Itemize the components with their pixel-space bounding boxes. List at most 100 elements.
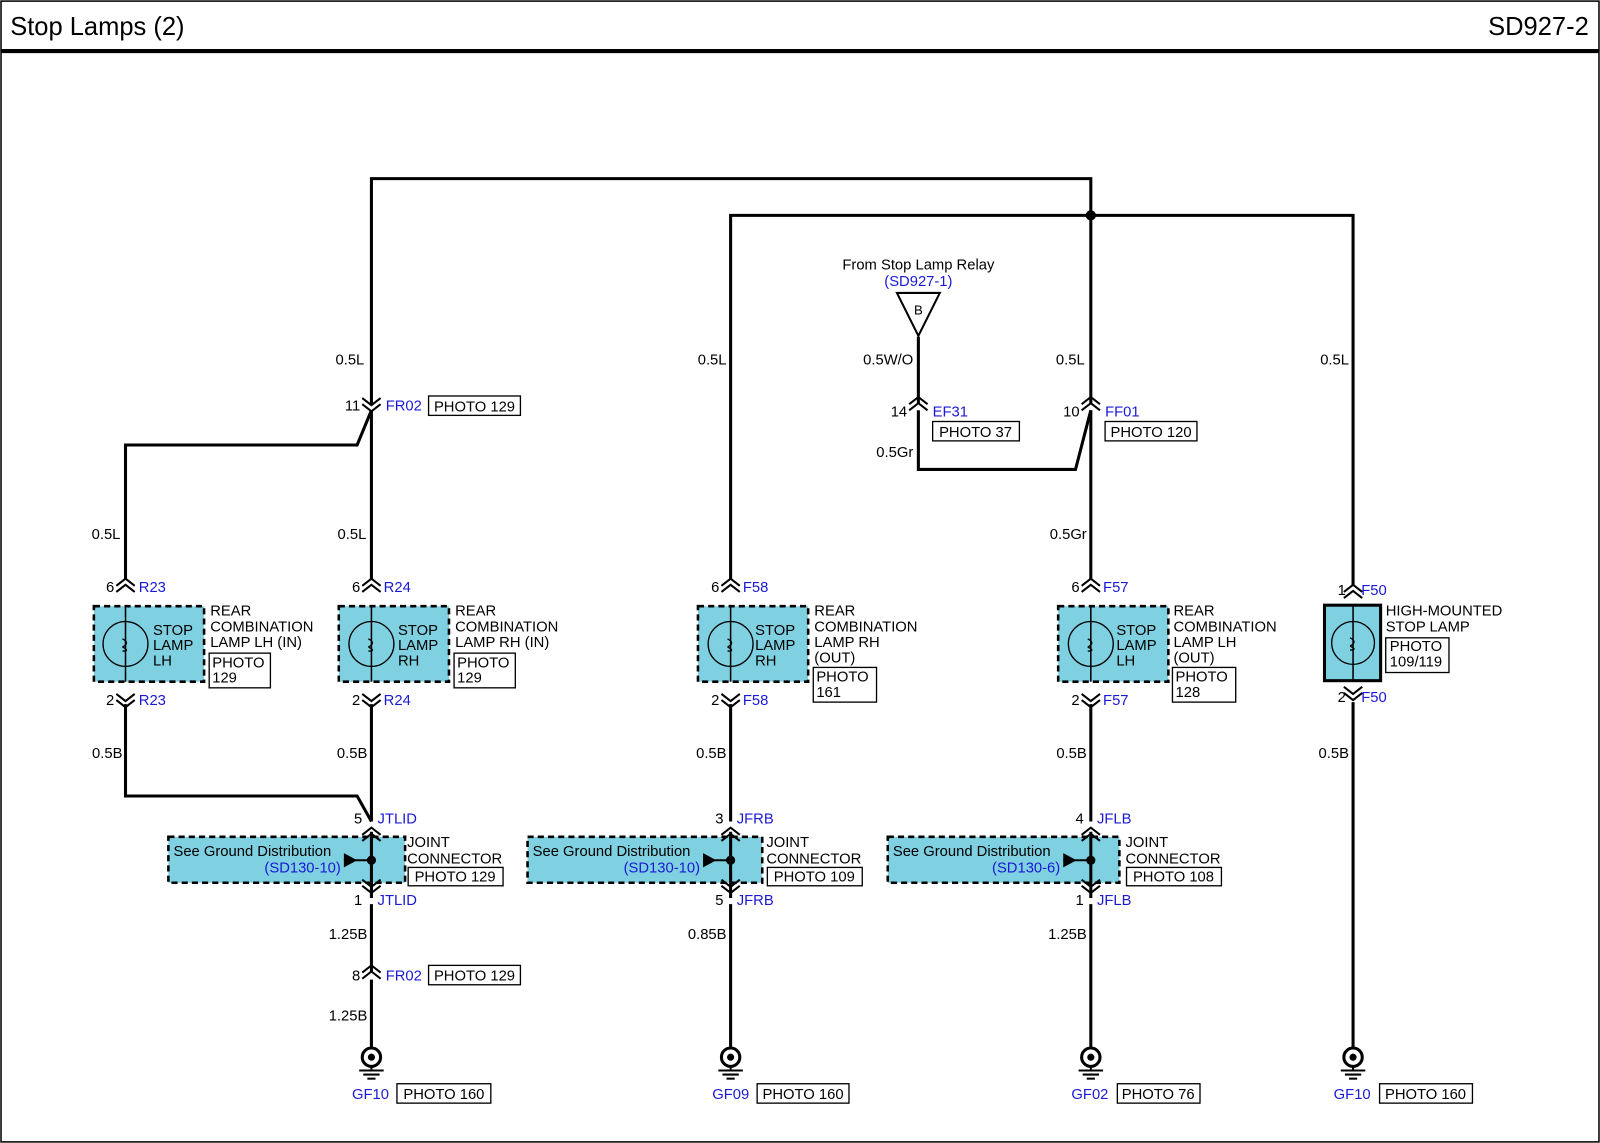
photo-ref[interactable]: PHOTO <box>212 655 264 671</box>
connector-chevron-icon <box>361 397 382 413</box>
component-name: LAMP LH (IN) <box>210 635 302 651</box>
connector-name: F50 <box>1361 690 1386 706</box>
wire-label: 0.5B <box>696 746 727 762</box>
pin-number: 14 <box>891 404 907 420</box>
photo-box <box>453 652 516 689</box>
ground-gf10-right: GF10 PHOTO 160 <box>1334 1046 1474 1104</box>
photo-ref[interactable]: 129 <box>212 671 237 687</box>
connector-name: R24 <box>384 580 411 596</box>
connector-chevron-icon <box>1081 693 1101 709</box>
component-name: HIGH-MOUNTED <box>1386 603 1503 619</box>
wire-label: 1.25B <box>329 1008 368 1024</box>
connector-chevron-icon <box>115 577 136 593</box>
pin-number: 5 <box>354 812 362 828</box>
component-name: LAMP LH <box>1173 635 1236 651</box>
connector-chevron-icon <box>720 878 741 895</box>
component-name: REAR <box>814 603 855 619</box>
ground-name: GF02 <box>1071 1087 1108 1103</box>
component-name: COMBINATION <box>814 620 917 636</box>
photo-ref[interactable]: 161 <box>816 685 841 701</box>
pin-number: 5 <box>715 893 723 909</box>
wire-label: 1.25B <box>329 927 368 943</box>
connector-chevron-icon <box>1081 395 1101 412</box>
wire-top-loop <box>369 177 1093 405</box>
photo-ref[interactable]: PHOTO 160 <box>763 1087 844 1103</box>
connector-chevron-icon <box>1081 878 1101 895</box>
component-name: JOINT <box>1126 835 1169 851</box>
photo-box <box>931 420 1021 442</box>
connector-fr02-bottom: 8 FR02 PHOTO 129 <box>352 964 522 986</box>
photo-ref[interactable]: PHOTO 108 <box>1133 870 1214 886</box>
component-name: CONNECTOR <box>407 851 502 867</box>
photo-ref[interactable]: PHOTO 129 <box>434 969 515 985</box>
photo-ref[interactable]: PHOTO <box>816 670 868 686</box>
wire-label: 0.5B <box>1056 746 1087 762</box>
wire-bus <box>729 213 1355 586</box>
wire-lh-in-ground <box>123 704 373 823</box>
pin-number: 2 <box>711 693 719 709</box>
source-letter: B <box>914 302 923 317</box>
connector-chevron-icon <box>361 964 382 980</box>
photo-ref[interactable]: PHOTO <box>457 655 509 671</box>
wire-lh-in-feed <box>123 409 373 580</box>
filament-icon <box>122 638 128 652</box>
photo-ref[interactable]: PHOTO <box>1390 639 1442 655</box>
connector-name: JFRB <box>737 812 774 828</box>
connector-name: F50 <box>1361 583 1386 599</box>
component-name: REAR <box>210 603 251 619</box>
photo-ref[interactable]: PHOTO 160 <box>403 1087 484 1103</box>
photo-box <box>407 866 504 887</box>
joint-connector-jtlid: 5 JTLID See Ground Distribution (SD130-1… <box>167 812 504 909</box>
wire-label: 0.5B <box>337 746 368 762</box>
ground-dist-ref-link[interactable]: (SD130-6) <box>992 861 1060 877</box>
connector-name: FR02 <box>386 969 422 985</box>
ground-dist-ref-link[interactable]: (SD130-10) <box>624 861 700 877</box>
wire-label: 1.25B <box>1048 927 1087 943</box>
source-triangle <box>895 291 942 339</box>
pin-number: 10 <box>1063 404 1079 420</box>
ground-dist-label: See Ground Distribution <box>173 844 331 860</box>
photo-ref[interactable]: PHOTO 129 <box>415 870 496 886</box>
splice-dot <box>1086 855 1096 865</box>
photo-ref[interactable]: PHOTO 120 <box>1110 425 1191 441</box>
photo-ref[interactable]: 129 <box>457 671 482 687</box>
wire-label: 0.5L <box>338 527 367 543</box>
connector-name: JFRB <box>737 893 774 909</box>
connector-chevron-icon <box>908 395 929 412</box>
pin-number: 2 <box>106 693 114 709</box>
stop-lamp-rh-out: 6 F58 STOP LAMP RH REAR COMBINATION LAMP… <box>696 577 917 709</box>
joint-connector-jflb: 4 JFLB See Ground Distribution (SD130-6)… <box>886 812 1223 909</box>
photo-ref[interactable]: PHOTO 37 <box>939 425 1012 441</box>
component-name: COMBINATION <box>1173 620 1276 636</box>
photo-ref[interactable]: PHOTO <box>1176 670 1228 686</box>
photo-ref[interactable]: PHOTO 160 <box>1385 1087 1466 1103</box>
lamp-component-box <box>92 604 206 683</box>
photo-ref[interactable]: PHOTO 76 <box>1122 1087 1195 1103</box>
wire-label: 0.5L <box>1056 352 1085 368</box>
photo-box <box>1378 1083 1474 1104</box>
connector-name: F58 <box>743 693 768 709</box>
pin-number: 2 <box>1338 690 1346 706</box>
photo-ref[interactable]: PHOTO 109 <box>774 870 855 886</box>
filament-icon <box>1087 638 1093 652</box>
photo-ref[interactable]: 128 <box>1176 685 1201 701</box>
lamp-inner-label: RH <box>755 653 776 669</box>
component-name: CONNECTOR <box>766 851 861 867</box>
ground-dist-label: See Ground Distribution <box>893 844 1051 860</box>
wire-label: 0.5B <box>92 746 123 762</box>
photo-box <box>1171 666 1237 703</box>
connector-chevron-icon <box>361 577 382 593</box>
pin-number: 2 <box>1071 693 1079 709</box>
splice-dot <box>366 855 377 865</box>
wire-label: 0.5L <box>336 352 365 368</box>
photo-ref[interactable]: 109/119 <box>1390 654 1442 670</box>
wire-label: 0.5W/O <box>863 352 913 368</box>
source-ref-link[interactable]: (SD927-1) <box>884 274 952 290</box>
photo-box <box>756 1083 850 1104</box>
photo-ref[interactable]: PHOTO 129 <box>434 399 515 415</box>
component-name: (OUT) <box>1173 650 1214 666</box>
connector-ff01: 10 FF01 PHOTO 120 <box>1063 395 1198 442</box>
lamp-inner-label: LH <box>1116 653 1135 669</box>
ground-dist-ref-link[interactable]: (SD130-10) <box>264 861 340 877</box>
